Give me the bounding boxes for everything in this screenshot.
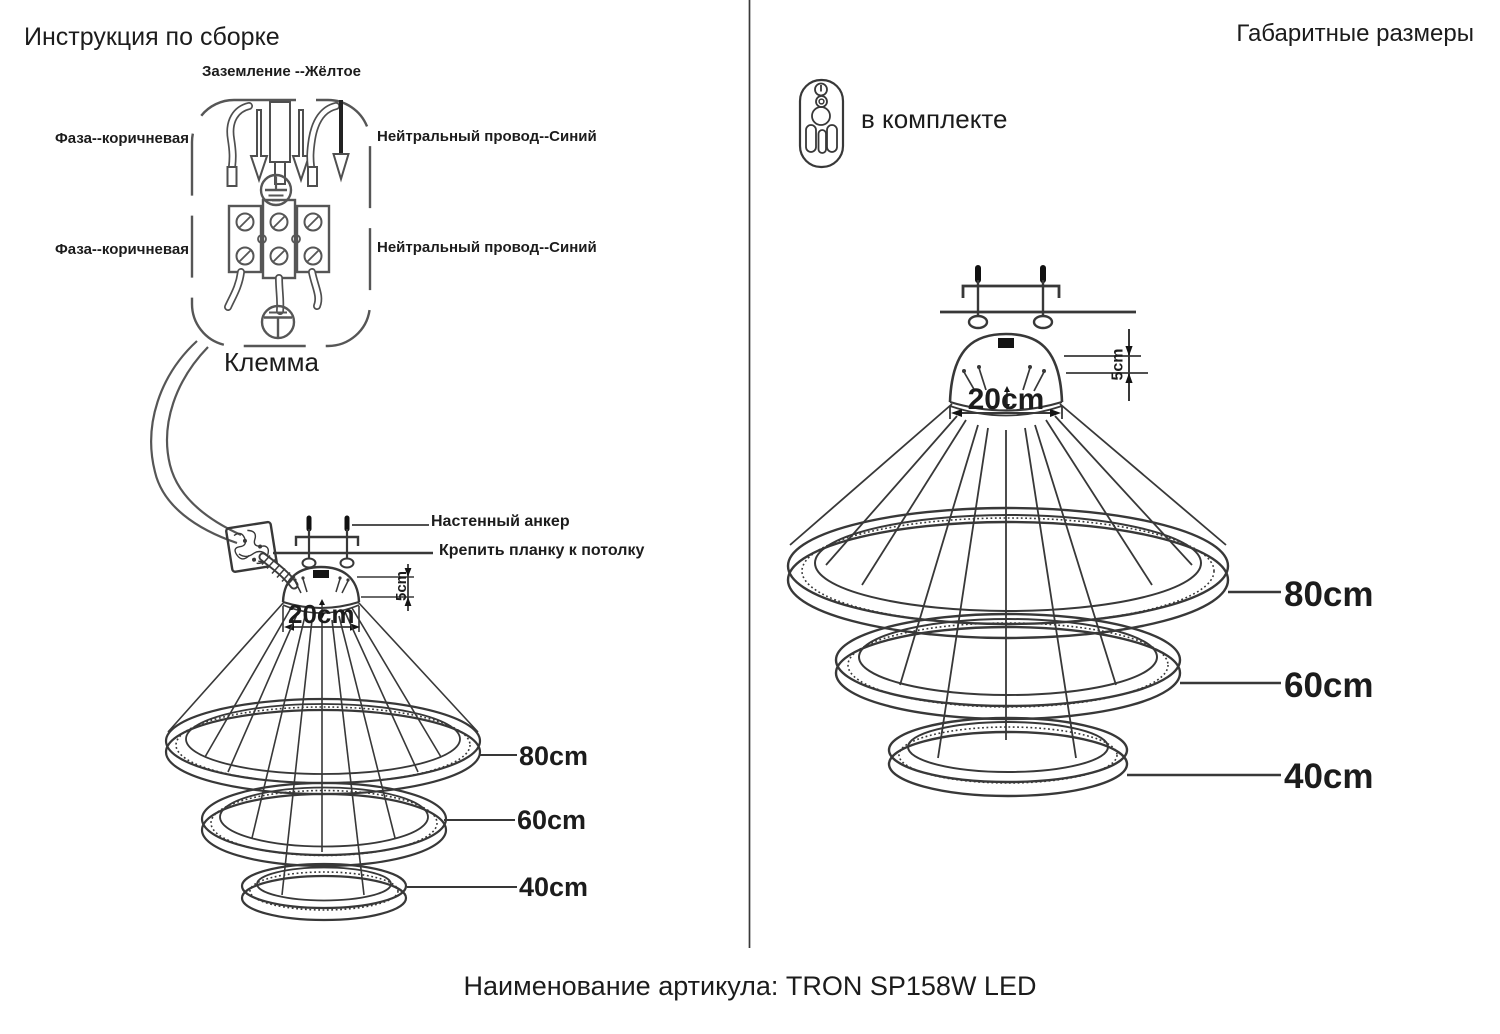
article-name: Наименование артикула: TRON SP158W LED <box>463 971 1037 1001</box>
ceiling-bar-label: Крепить планку к потолку <box>439 542 645 559</box>
right-lamp-drawing <box>786 265 1281 798</box>
canopy-width-dimension <box>949 406 1063 419</box>
canopy-height-dimension <box>357 564 414 611</box>
right-panel-title: Габаритные размеры <box>1236 20 1474 47</box>
left-ring-60cm-label: 60cm <box>517 805 587 835</box>
down-arrow-icon <box>249 109 269 184</box>
remote-included-caption: в комплекте <box>861 104 1008 134</box>
ring-60cm <box>200 781 448 868</box>
left-ring-80cm-label: 80cm <box>519 741 589 771</box>
ring-60cm <box>834 612 1182 721</box>
ceiling-mount <box>273 515 433 569</box>
suspension-cables <box>167 601 479 896</box>
ground-wire-label: Заземление --Жёлтое <box>202 63 361 80</box>
mounting-bar <box>961 284 1061 298</box>
terminal-strip <box>227 198 331 280</box>
ground-symbol-icon <box>260 304 296 340</box>
neutral-wire-label-top: Нейтральный провод--Синий <box>377 128 597 145</box>
canopy-height-dimension <box>1064 329 1148 401</box>
phase-wire-label-bottom: Фаза--коричневая <box>55 241 190 258</box>
right-canopy-height-label: 5cm <box>1109 348 1127 381</box>
terminal-screws <box>235 212 323 266</box>
right-ring-80cm-label: 80cm <box>1284 575 1374 614</box>
terminal-label: Клемма <box>224 347 319 377</box>
left-canopy-width-label: 20cm <box>288 599 355 629</box>
right-ring-40cm-label: 40cm <box>1284 757 1374 796</box>
connection-wire <box>150 340 242 545</box>
down-arrow-icon <box>291 109 311 184</box>
center-mark <box>1004 386 1010 410</box>
outgoing-wires-icon <box>224 268 323 315</box>
down-arrow-icon <box>332 153 350 183</box>
left-canopy-height-label: 5cm <box>393 570 410 602</box>
main-button-icon <box>811 106 831 126</box>
cable-anchor-ticks <box>962 365 1046 392</box>
right-canopy-width-label: 20cm <box>967 383 1045 416</box>
incoming-wires-icon <box>226 100 350 187</box>
wall-anchor-label: Настенный анкер <box>431 513 570 530</box>
canopy <box>281 565 361 619</box>
phase-wire-label-top: Фаза--коричневая <box>55 130 190 147</box>
terminal-block-diagram <box>190 98 372 348</box>
left-lamp-drawing <box>164 515 517 922</box>
left-ring-40cm-label: 40cm <box>519 872 589 902</box>
suspension-cables <box>789 403 1227 759</box>
mounting-bar <box>294 535 360 546</box>
left-panel-title: Инструкция по сборке <box>24 23 280 51</box>
ring-80cm <box>164 697 482 796</box>
right-ring-60cm-label: 60cm <box>1284 666 1374 705</box>
ring-80cm <box>786 506 1230 640</box>
center-mark <box>319 599 325 619</box>
cable-anchor-ticks <box>293 576 350 594</box>
ring-40cm <box>887 716 1129 798</box>
ceiling-mount <box>940 265 1136 330</box>
neutral-wire-label-bottom: Нейтральный провод--Синий <box>377 239 597 256</box>
terminal-housing <box>190 98 372 348</box>
ring-40cm <box>240 862 408 922</box>
remote-control-icon <box>798 78 845 169</box>
